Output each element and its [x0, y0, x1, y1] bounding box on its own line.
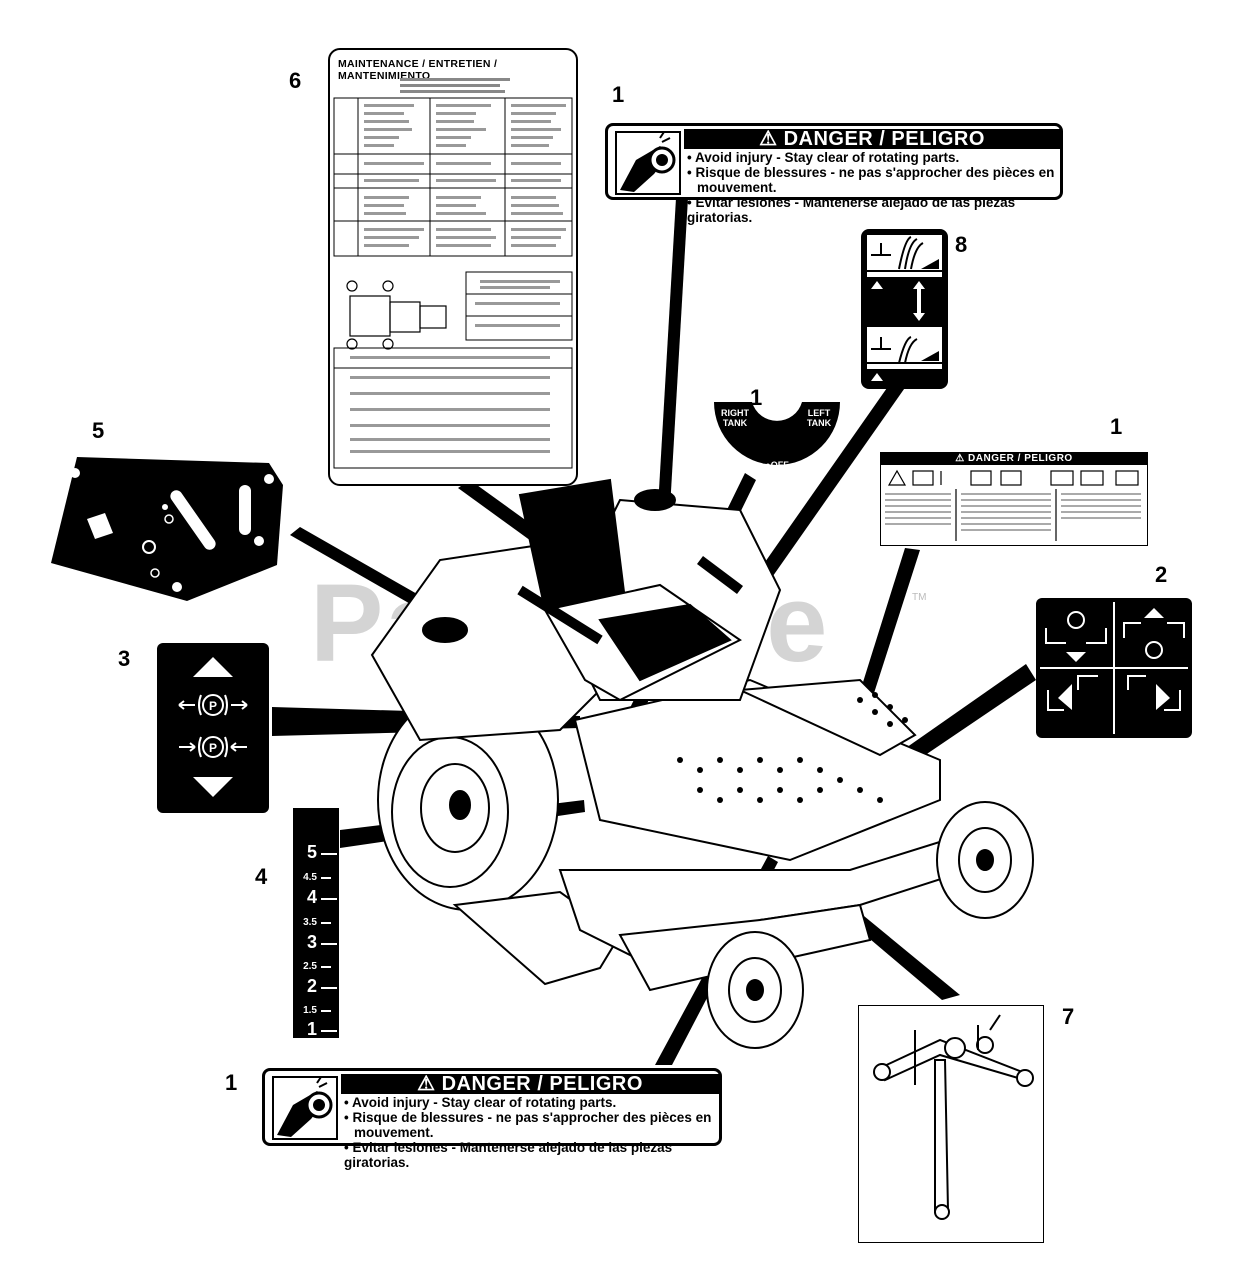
scale-label-1: 1: [306, 1019, 317, 1039]
trademark-mark: TM: [912, 592, 927, 603]
callout-8: 8: [955, 232, 968, 257]
svg-text:P: P: [209, 699, 217, 713]
danger-rotating-parts-decal-bottom: ⚠ DANGER / PELIGRO • Avoid injury - Stay…: [262, 1068, 722, 1170]
front-left-caster: [706, 931, 804, 1049]
parking-brake-decal: P P: [157, 643, 269, 813]
steering-direction-decal: [1036, 598, 1192, 738]
danger-text: • Avoid injury - Stay clear of rotating …: [687, 150, 1055, 225]
lap-bars: [517, 556, 743, 645]
svg-text:P: P: [209, 741, 217, 755]
danger-rotating-parts-decal-top: ⚠ DANGER / PELIGRO • Avoid injury - Stay…: [605, 123, 1063, 225]
danger-header-bottom: ⚠ DANGER / PELIGRO: [341, 1074, 719, 1094]
scale-label-4-5: 4.5: [303, 872, 317, 883]
hand-entanglement-icon: [615, 131, 681, 195]
seat: [518, 478, 742, 702]
scale-label-4: 4: [306, 887, 317, 907]
cutting-height-icons: [867, 235, 942, 381]
maintenance-table: [333, 78, 573, 469]
control-panel-decal: [47, 455, 287, 605]
safety-pictograms: [885, 469, 1141, 541]
left-tank-label: LEFT TANK: [806, 408, 832, 428]
front-right-caster: [936, 801, 1034, 919]
danger-text-bottom: • Avoid injury - Stay clear of rotating …: [344, 1095, 712, 1170]
tank-selector-arc: [714, 402, 840, 465]
lever-decal-frame: [858, 1005, 1044, 1243]
scale-ticks: [321, 853, 337, 1032]
scale-label-3-5: 3.5: [303, 917, 317, 928]
scale-label-2-5: 2.5: [303, 961, 317, 972]
callout-5: 5: [92, 418, 105, 443]
hand-entanglement-icon-bottom: [272, 1076, 338, 1140]
callout-7: 7: [1062, 1004, 1075, 1029]
danger-header: ⚠ DANGER / PELIGRO: [684, 129, 1060, 149]
callout-1-right: 1: [1110, 414, 1123, 439]
mower-frame: [573, 678, 941, 862]
maintenance-decal: MAINTENANCE / ENTRETIEN / MANTENIMIENTO: [328, 48, 578, 486]
off-label: ●OFF: [765, 460, 789, 470]
mower-deck: [452, 818, 1012, 992]
lever-illustration: [873, 1014, 1034, 1220]
parking-brake-icons: P P: [178, 657, 248, 797]
callout-1-tank: 1: [750, 385, 763, 410]
height-of-cut-scale-decal: 5 4.5 4 3.5 3 2.5 2 1.5 1: [293, 808, 339, 1039]
right-tank-label: RIGHT TANK: [721, 408, 749, 428]
callout-3: 3: [118, 646, 131, 671]
scale-label-1-5: 1.5: [303, 1005, 317, 1016]
danger-safety-pictogram-decal: ⚠ DANGER / PELIGRO: [880, 452, 1148, 546]
callout-2: 2: [1155, 562, 1168, 587]
fuel-tanks: [422, 489, 676, 643]
cutting-height-decal: [861, 229, 948, 389]
scale-label-3: 3: [306, 932, 317, 952]
control-panel-shape: [51, 457, 283, 601]
footplate-holes: [677, 692, 908, 803]
callout-6: 6: [289, 68, 302, 93]
callout-1-top: 1: [612, 82, 625, 107]
safety-decal-header: ⚠ DANGER / PELIGRO: [881, 453, 1147, 465]
scale-label-5: 5: [306, 842, 317, 862]
fuel-tank-selector-decal: RIGHT TANK LEFT TANK ●OFF: [712, 400, 842, 480]
callout-4: 4: [255, 864, 268, 889]
callout-1-bottom: 1: [225, 1070, 238, 1095]
scale-label-2: 2: [306, 976, 317, 996]
steering-direction-icons: [1040, 602, 1188, 734]
